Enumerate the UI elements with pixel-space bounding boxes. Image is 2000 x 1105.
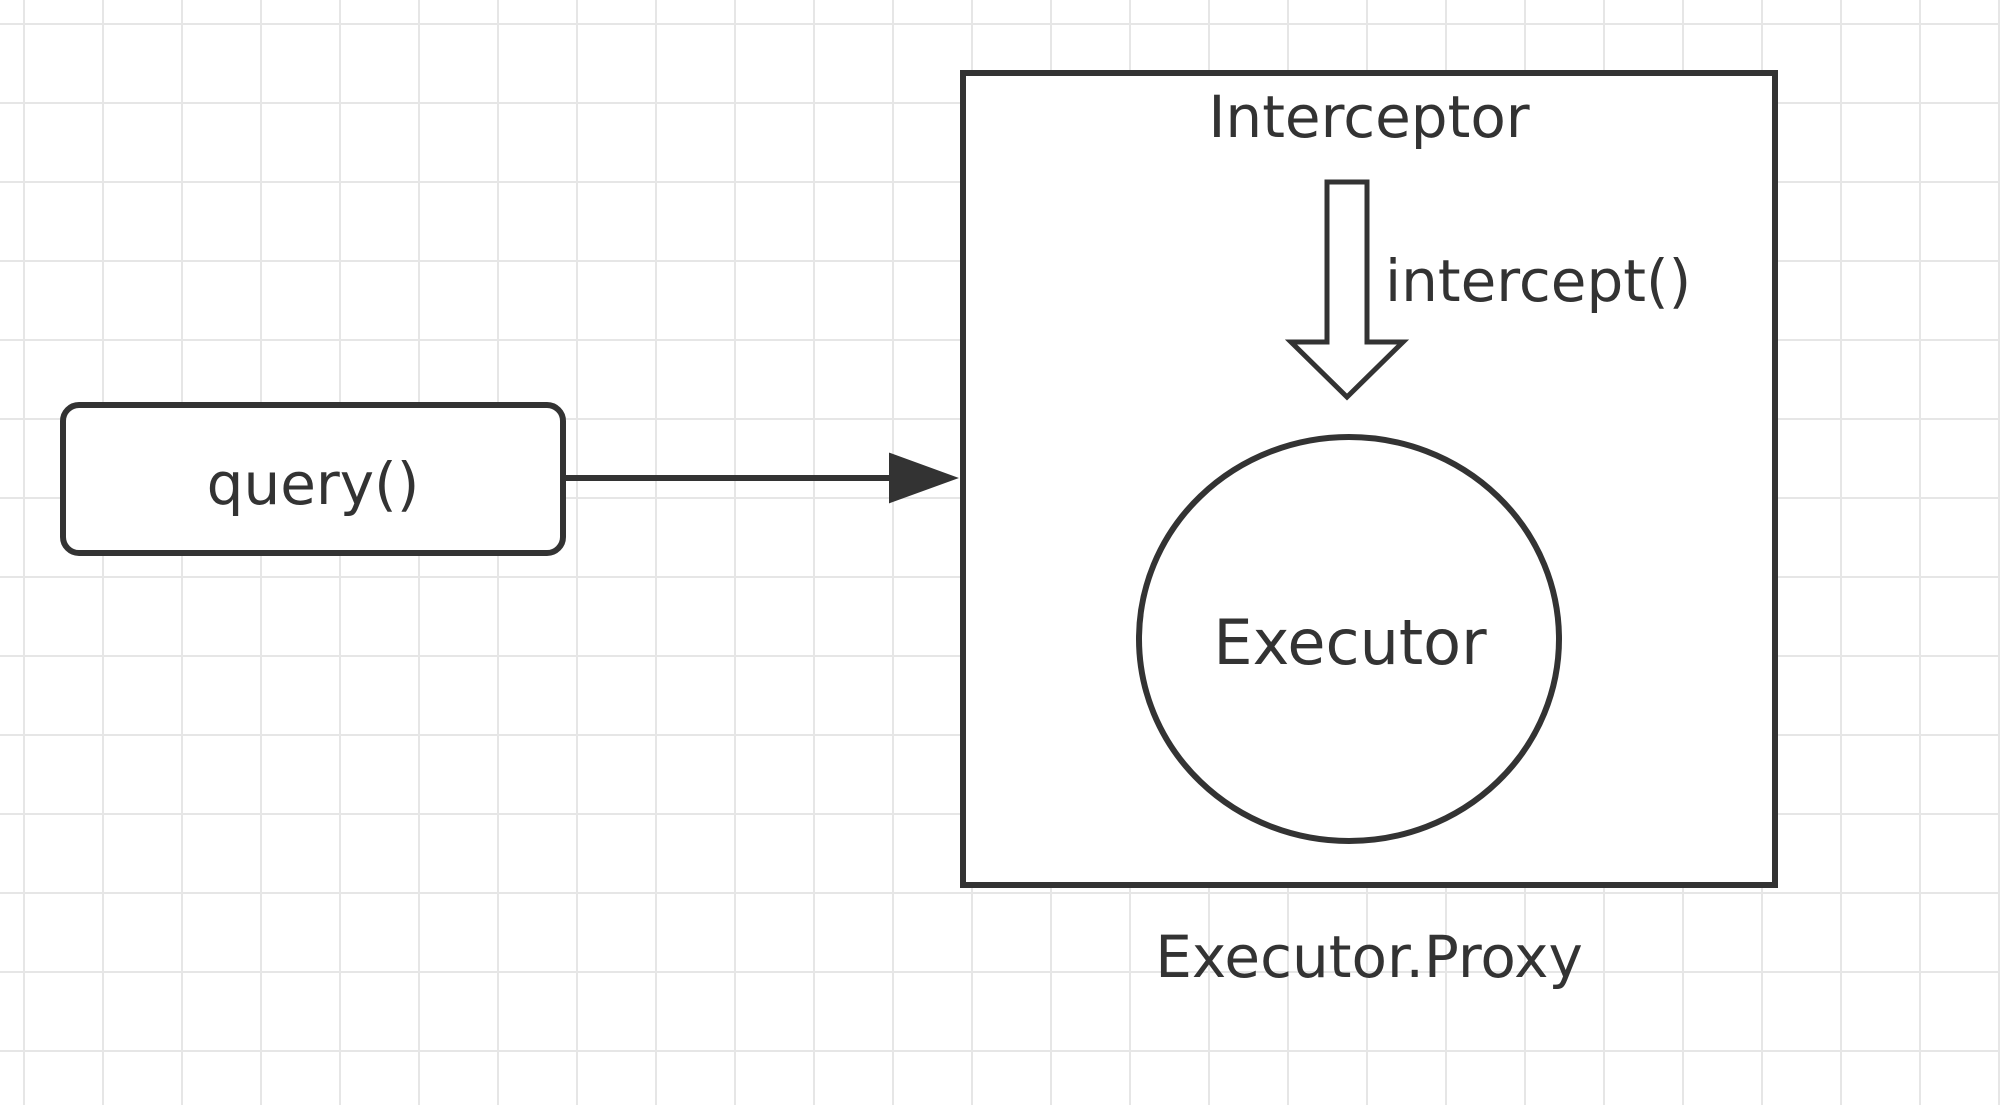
call-connector-arrowhead — [889, 452, 959, 504]
interceptor-title: Interceptor — [1208, 83, 1530, 151]
proxy-caption: Executor.Proxy — [1155, 923, 1583, 991]
intercept-block-arrow[interactable] — [1284, 179, 1410, 401]
query-node-label: query() — [206, 450, 420, 518]
executor-node-label: Executor — [1213, 606, 1487, 679]
executor-node-circle[interactable] — [1136, 434, 1562, 844]
intercept-edge-label: intercept() — [1385, 247, 1692, 315]
